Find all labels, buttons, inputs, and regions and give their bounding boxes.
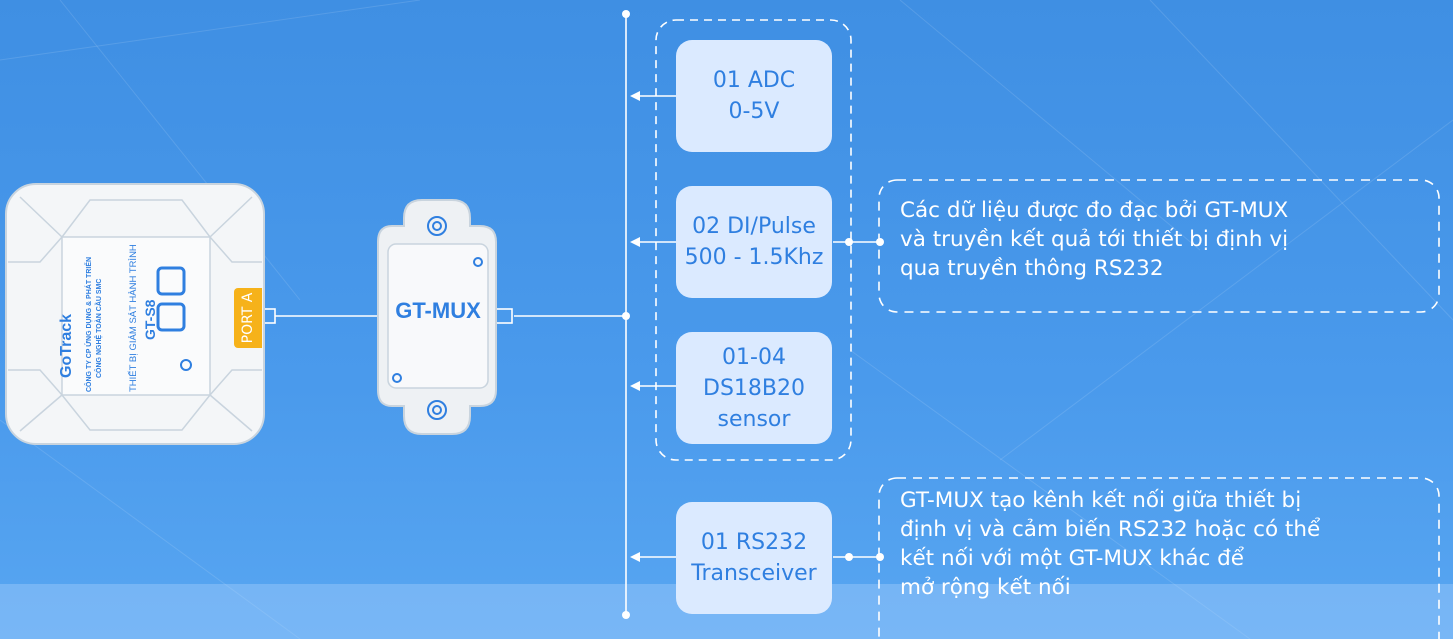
module-group-outline	[655, 19, 852, 461]
note1-dot-left	[845, 238, 853, 246]
module-rs232: 01 RS232 Transceiver	[676, 502, 832, 614]
bus-top-dot	[622, 10, 630, 18]
bus-mid-dot	[622, 312, 630, 320]
note2-outline	[878, 477, 1440, 639]
ds-arrowhead	[630, 381, 640, 391]
module-di-pulse: 02 DI/Pulse 500 - 1.5Khz	[676, 186, 832, 298]
module-adc: 01 ADC 0-5V	[676, 40, 832, 152]
mux-label: GT-MUX	[395, 298, 481, 323]
port-a-tab	[234, 288, 262, 348]
note1-dot-right	[876, 238, 884, 246]
module-ds18b20: 01-04 DS18B20 sensor	[676, 332, 832, 444]
bus-bottom-dot	[622, 611, 630, 619]
di-arrowhead	[630, 237, 640, 247]
note2-dot-left	[845, 553, 853, 561]
note-measurement: Các dữ liệu được đo đạc bởi GT-MUX và tr…	[900, 198, 1289, 281]
rs232-arrowhead	[630, 552, 640, 562]
note1-outline	[878, 179, 1440, 313]
note2-dot-right	[876, 553, 884, 561]
adc-arrowhead	[630, 91, 640, 101]
note-rs232: GT-MUX tạo kênh kết nối giữa thiết bị đị…	[900, 488, 1321, 600]
